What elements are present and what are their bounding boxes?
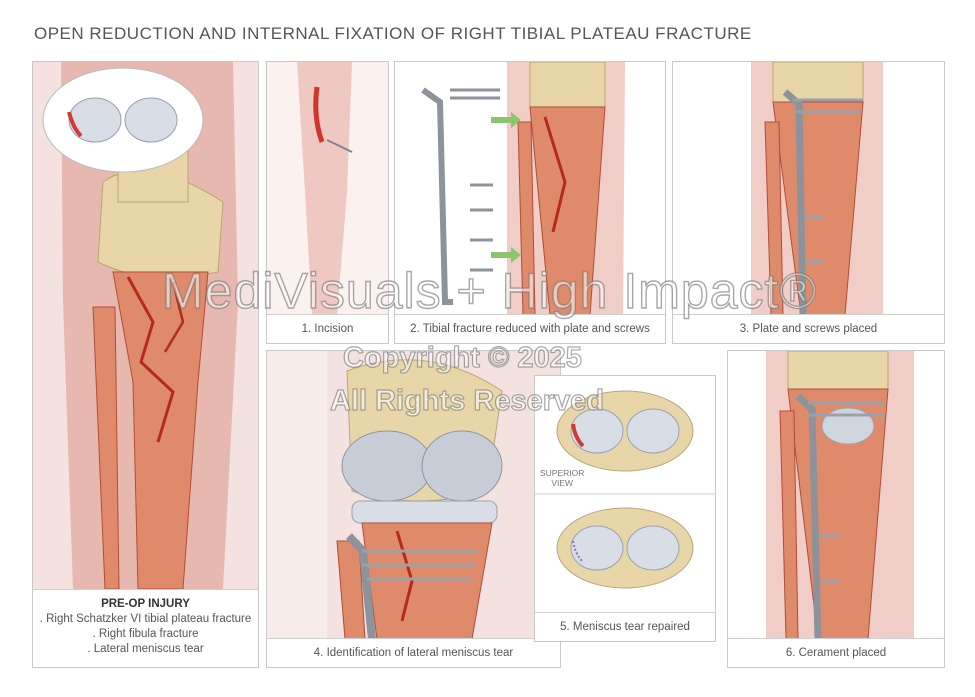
- panel-meniscus-tear: 4. Identification of lateral meniscus te…: [266, 350, 561, 668]
- caption-6: 6. Cerament placed: [728, 638, 944, 667]
- caption-4: 4. Identification of lateral meniscus te…: [267, 638, 560, 667]
- preop-illustration: [33, 62, 258, 589]
- superior-line-2: VIEW: [551, 478, 574, 488]
- panel-incision: 1. Incision: [266, 61, 389, 344]
- cerament-illustration: [728, 351, 944, 639]
- preop-line-1: . Right Schatzker VI tibial plateau frac…: [39, 613, 252, 625]
- watermark-rights: All Rights Reserved: [329, 384, 604, 417]
- preop-heading: PRE-OP INJURY: [101, 598, 190, 610]
- reduction-illustration: [395, 62, 665, 315]
- page-title: OPEN REDUCTION AND INTERNAL FIXATION OF …: [34, 24, 752, 43]
- plate-placed-illustration: [673, 62, 944, 315]
- watermark-brand: MediVisuals + High Impact®: [161, 262, 818, 319]
- watermark-copyright: Copyright © 2025: [342, 341, 582, 374]
- preop-line-2: . Right fibula fracture: [92, 628, 199, 640]
- panel-preop: PRE-OP INJURY . Right Schatzker VI tibia…: [32, 61, 259, 668]
- caption-2: 2. Tibial fracture reduced with plate an…: [395, 314, 665, 343]
- caption-3: 3. Plate and screws placed: [673, 314, 944, 343]
- meniscus-repair-illustration: [535, 376, 715, 613]
- preop-caption: PRE-OP INJURY . Right Schatzker VI tibia…: [33, 589, 258, 667]
- panel-plate-placed: 3. Plate and screws placed: [672, 61, 945, 344]
- meniscus-tear-illustration: [267, 351, 560, 639]
- caption-5: 5. Meniscus tear repaired: [535, 612, 715, 641]
- superior-line-1: SUPERIOR: [540, 468, 585, 478]
- panel-reduction: 2. Tibial fracture reduced with plate an…: [394, 61, 666, 344]
- panel-cerament: 6. Cerament placed: [727, 350, 945, 668]
- preop-line-3: . Lateral meniscus tear: [87, 643, 204, 655]
- superior-view-label: SUPERIOR VIEW: [540, 468, 584, 488]
- panel-meniscus-repaired: SUPERIOR VIEW 5. Meniscus tear repaired: [534, 375, 716, 642]
- caption-1: 1. Incision: [267, 314, 388, 343]
- incision-illustration: [267, 62, 388, 315]
